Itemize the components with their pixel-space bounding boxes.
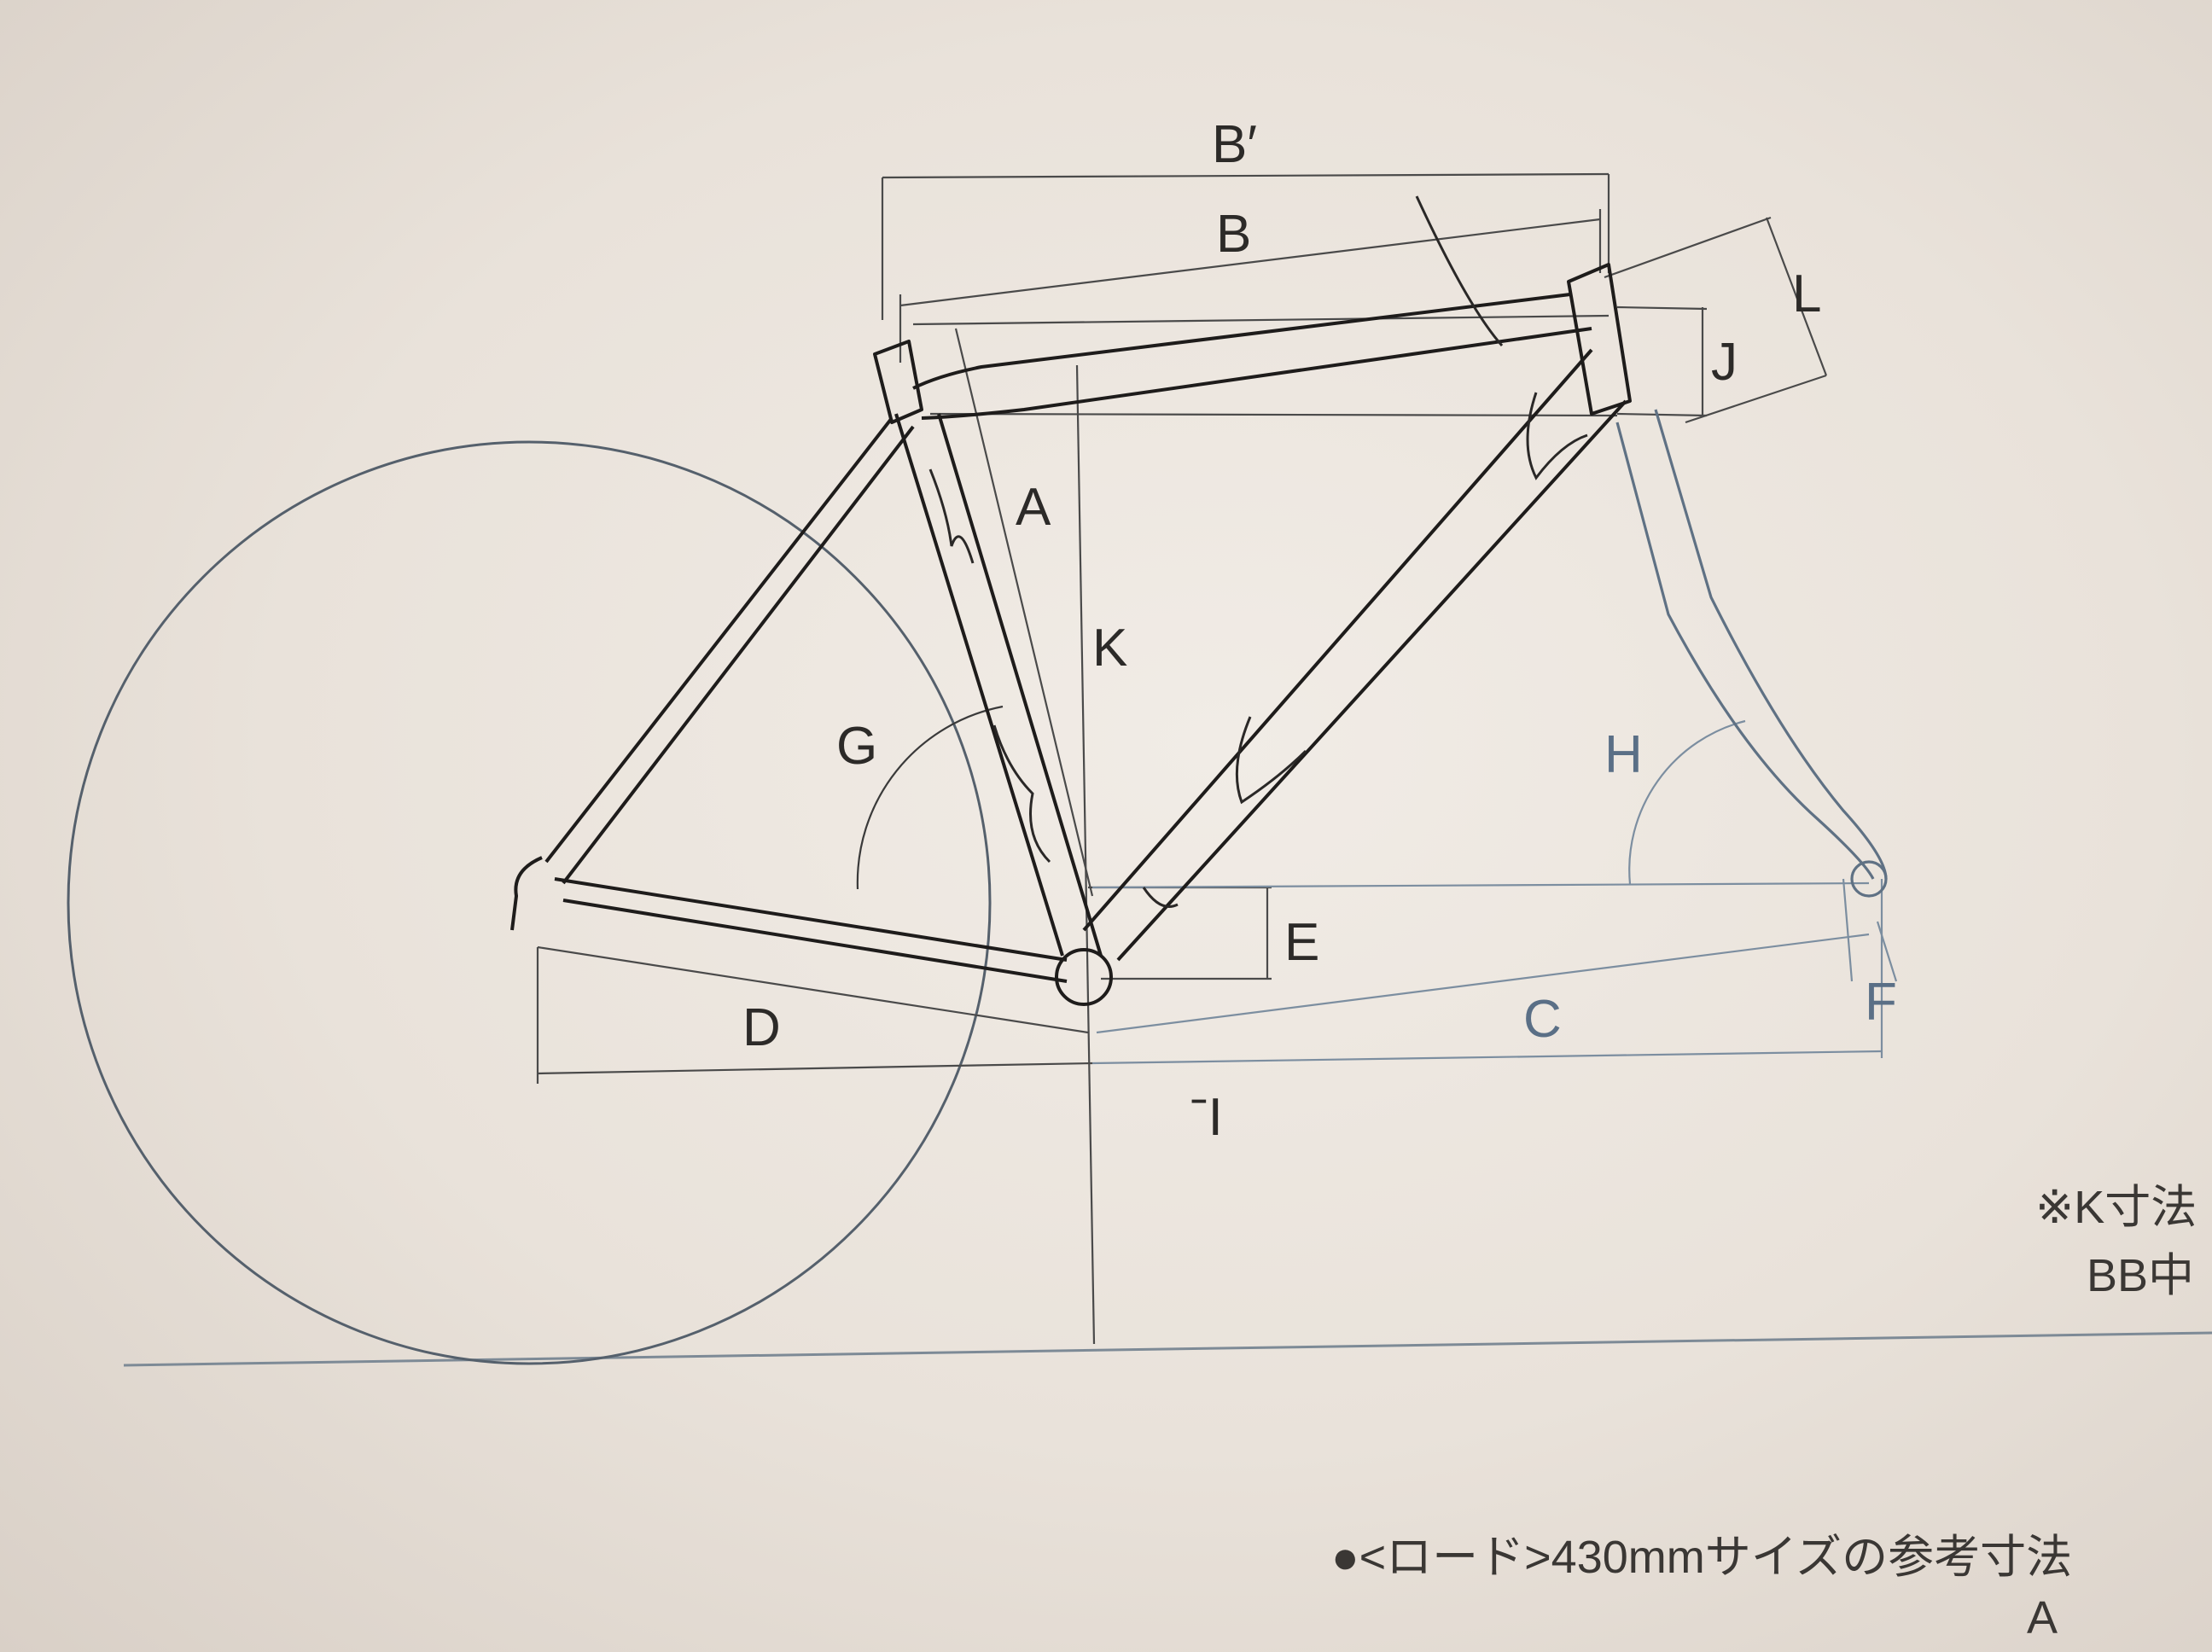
ground-line [123,1331,2212,1367]
label-c: C [1523,990,1562,1049]
angle-g-arc [856,705,1004,890]
label-k: K [1092,619,1127,678]
column-a-header: A [2027,1592,2058,1643]
label-b: B [1216,205,1251,264]
bb-note: BB中 [2087,1250,2195,1301]
label-e: E [1284,913,1319,972]
label-i: ˉI [1190,1088,1223,1147]
label-f: F [1865,973,1897,1032]
tube-graphics [928,195,1588,908]
label-b-prime: B′ [1212,115,1257,174]
rear-wheel [67,440,992,1365]
label-d: D [742,998,781,1057]
label-j: J [1711,333,1738,392]
label-a: A [1016,478,1051,537]
label-g: G [836,717,877,776]
front-fork [1615,409,1888,898]
label-l: L [1792,265,1821,323]
reference-title: ●<ロード>430mmサイズの参考寸法 [1331,1532,2073,1583]
label-h: H [1604,725,1643,784]
front-dimension-lines [1091,719,1898,1065]
k-dimension-note: ※K寸法 [2035,1182,2197,1233]
dimension-lines [536,172,1828,1345]
bicycle-frame [510,263,1632,1006]
